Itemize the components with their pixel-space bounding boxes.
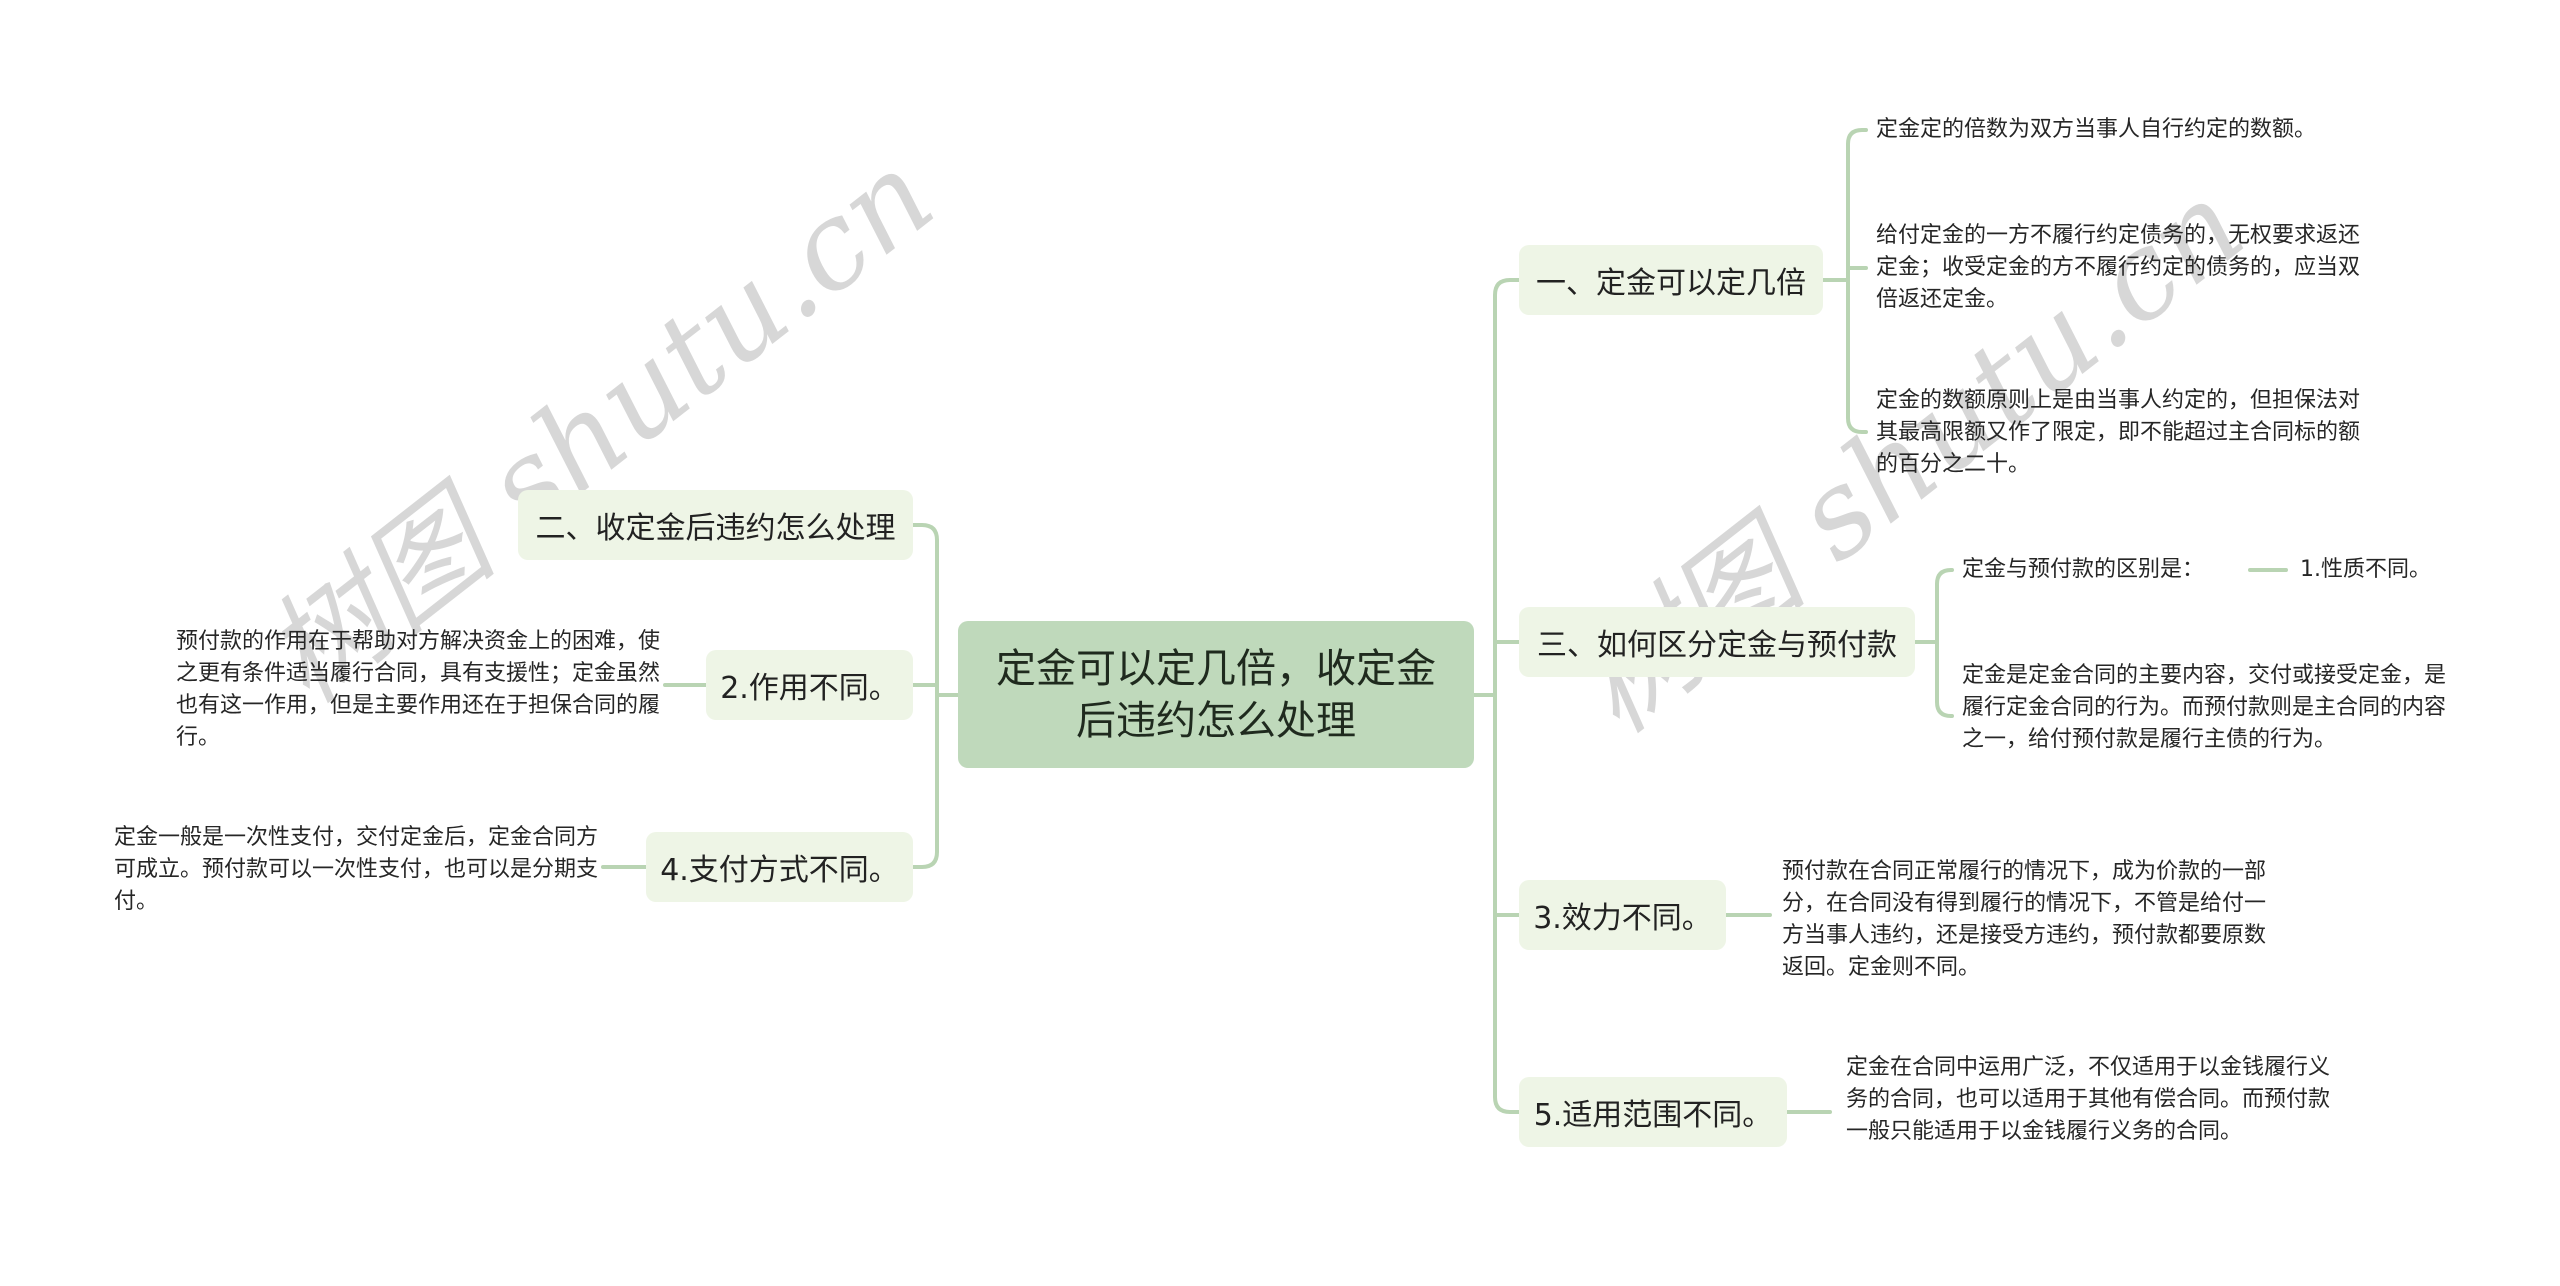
leaf-payment-explanation[interactable]: 定金一般是一次性支付，交付定金后，定金合同方可成立。预付款可以一次性支付，也可以…: [114, 825, 599, 914]
branch-label: 5.适用范围不同。: [1533, 1098, 1773, 1133]
leaf-nature-different[interactable]: 1.性质不同。: [2300, 557, 2431, 582]
leaf-function-explanation[interactable]: 预付款的作用在于帮助对方解决资金上的困难，使之更有条件适当履行合同，具有支援性；…: [176, 629, 661, 750]
branch-effect-different[interactable]: 3.效力不同。: [1519, 880, 1726, 950]
branch-payment-method-different[interactable]: 4.支付方式不同。: [646, 832, 913, 902]
leaf-nature-explanation[interactable]: 定金是定金合同的主要内容，交付或接受定金，是履行定金合同的行为。而预付款则是主合…: [1962, 663, 2447, 752]
branch-distinguish-deposit-prepayment[interactable]: 三、如何区分定金与预付款: [1519, 607, 1915, 677]
branch-label: 4.支付方式不同。: [660, 853, 899, 888]
branch-label: 二、收定金后违约怎么处理: [535, 511, 896, 546]
root-topic-label: 定金可以定几倍，收定金后违约怎么处理: [996, 645, 1436, 744]
branch-label: 2.作用不同。: [720, 671, 899, 706]
leaf-double-return[interactable]: 给付定金的一方不履行约定债务的，无权要求返还定金；收受定金的方不履行约定的债务的…: [1876, 223, 2361, 312]
branch-deposit-multiple[interactable]: 一、定金可以定几倍: [1519, 245, 1823, 315]
leaf-scope-explanation[interactable]: 定金在合同中运用广泛，不仅适用于以金钱履行义务的合同，也可以适用于其他有偿合同。…: [1846, 1055, 2331, 1144]
branch-breach-after-deposit[interactable]: 二、收定金后违约怎么处理: [518, 490, 913, 560]
leaf-difference-intro[interactable]: 定金与预付款的区别是：: [1962, 557, 2205, 582]
leaf-twenty-percent-limit[interactable]: 定金的数额原则上是由当事人约定的，但担保法对其最高限额又作了限定，即不能超过主合…: [1876, 388, 2361, 477]
leaf-multiple-agreed[interactable]: 定金定的倍数为双方当事人自行约定的数额。: [1876, 117, 2317, 142]
branch-label: 一、定金可以定几倍: [1536, 266, 1806, 301]
branch-scope-different[interactable]: 5.适用范围不同。: [1519, 1077, 1787, 1147]
branch-label: 3.效力不同。: [1533, 901, 1712, 936]
root-topic[interactable]: 定金可以定几倍，收定金后违约怎么处理: [958, 621, 1474, 768]
leaf-effect-explanation[interactable]: 预付款在合同正常履行的情况下，成为价款的一部分，在合同没有得到履行的情况下，不管…: [1782, 859, 2267, 980]
branch-function-different[interactable]: 2.作用不同。: [706, 650, 913, 720]
branch-label: 三、如何区分定金与预付款: [1537, 628, 1897, 663]
